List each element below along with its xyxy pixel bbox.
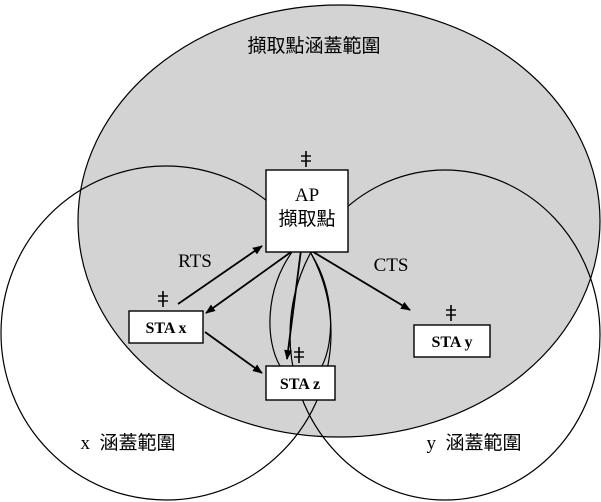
ap-box — [265, 169, 349, 253]
cts-label: CTS — [374, 255, 409, 276]
rts-label: RTS — [178, 251, 212, 272]
cts-arrow — [304, 246, 411, 311]
sta-x-to-sta-z-arrow — [204, 331, 263, 374]
x-coverage-area — [0, 165, 332, 501]
hidden-node-curve — [269, 251, 293, 367]
y-coverage-label: y 涵蓋範圍 — [426, 432, 521, 454]
sta-y-box — [413, 324, 491, 358]
ap-to-sta-z-arrow — [284, 249, 302, 360]
ap-label-chinese: 擷取點 — [278, 208, 335, 230]
hidden-node-curve — [309, 251, 332, 367]
sta-z-box — [265, 365, 336, 401]
ap-to-sta-x-arrow — [205, 246, 299, 314]
x-coverage-label: x 涵蓋範圍 — [80, 432, 175, 454]
sta-z-label: STA z — [280, 376, 320, 393]
sta-x-box — [128, 310, 204, 344]
sta-y-label: STA y — [431, 334, 472, 351]
ap-label: AP — [295, 185, 319, 206]
sta-x-label: STA x — [145, 320, 186, 337]
rts-arrow — [177, 245, 263, 305]
ap-coverage-label: 擷取點涵蓋範圍 — [247, 35, 380, 57]
